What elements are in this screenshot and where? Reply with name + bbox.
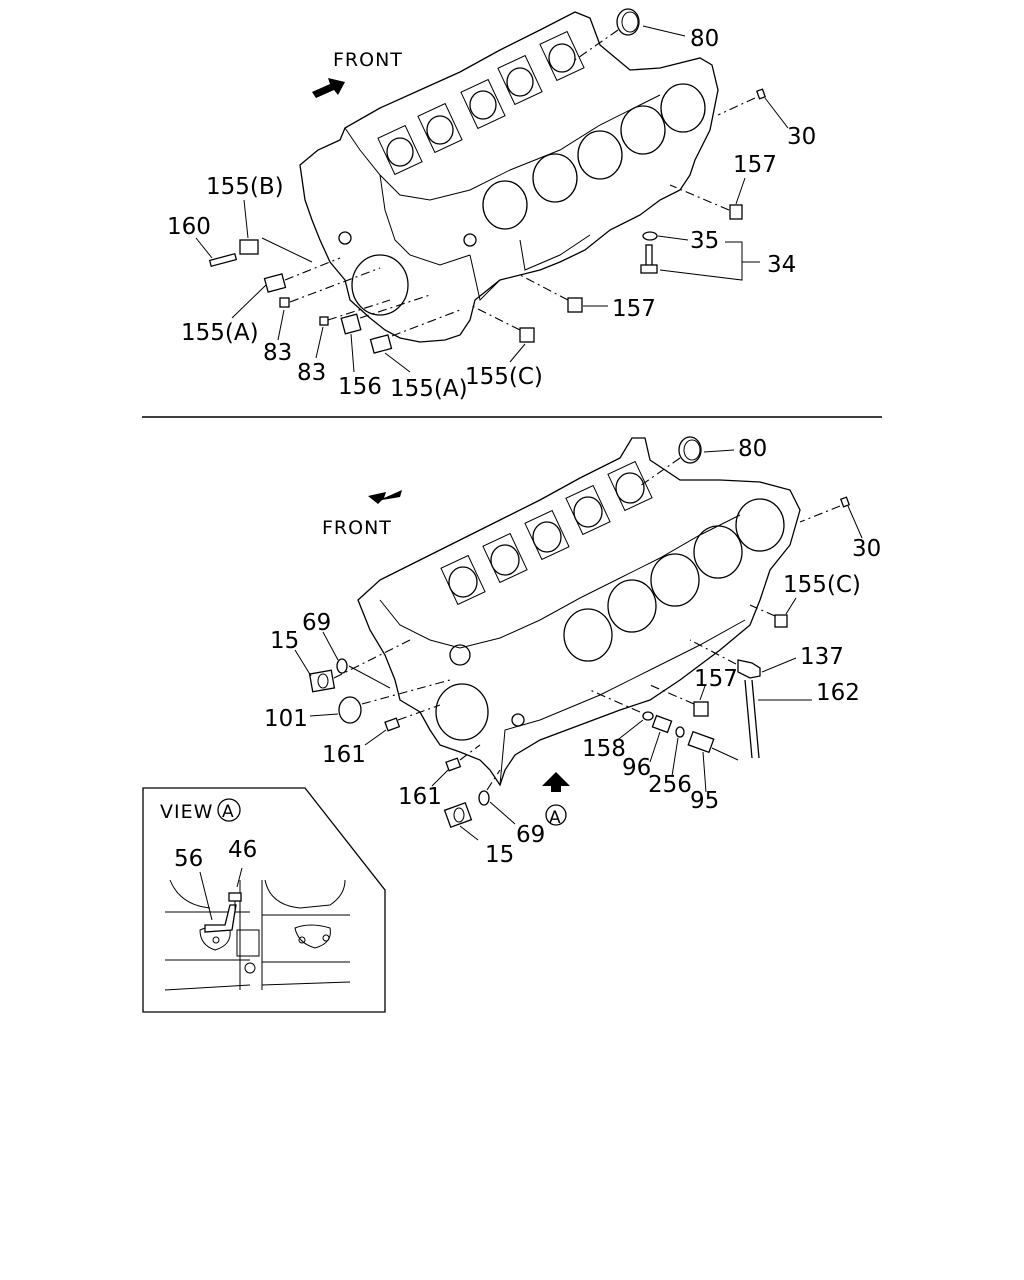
callout-158: 158	[582, 736, 626, 762]
bottom-parts	[294, 436, 863, 841]
inset-title-marker: A	[222, 802, 235, 822]
top-callouts: 80 30 157 35 34 155(B) 160 155(A) 83 83 …	[167, 26, 816, 402]
callout-83-a: 83	[263, 340, 292, 366]
callout-157-b: 157	[694, 666, 738, 692]
view-a-inset: VIEW A 56 46	[142, 787, 386, 1013]
callout-161-upper: 161	[322, 742, 366, 768]
callout-30: 30	[787, 124, 816, 150]
callout-160: 160	[167, 214, 211, 240]
bottom-front-label: FRONT	[322, 517, 392, 539]
callout-30-b: 30	[852, 536, 881, 562]
callout-161-lower: 161	[398, 784, 442, 810]
inset-callout-56: 56	[174, 846, 203, 872]
callout-80: 80	[690, 26, 719, 52]
callout-95: 95	[690, 788, 719, 814]
inset-callout-46: 46	[228, 837, 257, 863]
front-arrow-icon	[312, 78, 345, 98]
top-engine-block	[299, 11, 719, 343]
callout-69-lower: 69	[516, 822, 545, 848]
bottom-engine-block	[357, 437, 801, 787]
callout-155c: 155(C)	[465, 364, 543, 390]
right-bank-bores	[482, 83, 706, 230]
top-parts	[195, 8, 789, 373]
bottom-left-bank-bores	[440, 460, 653, 606]
callout-35: 35	[690, 228, 719, 254]
callout-157: 157	[733, 152, 777, 178]
view-direction-arrow-icon: A	[542, 772, 570, 828]
front-arrow-icon	[368, 490, 402, 504]
callout-101: 101	[264, 706, 308, 732]
callout-155c-b: 155(C)	[783, 572, 861, 598]
top-front-label: FRONT	[333, 49, 403, 71]
bottom-right-bank-bores	[563, 498, 785, 662]
callout-15-upper: 15	[270, 628, 299, 654]
left-bank-bores	[377, 30, 585, 176]
callout-155a-left: 155(A)	[181, 320, 259, 346]
callout-83-b: 83	[297, 360, 326, 386]
callout-156: 156	[338, 374, 382, 400]
callout-137: 137	[800, 644, 844, 670]
callout-80-b: 80	[738, 436, 767, 462]
callout-157-lower: 157	[612, 296, 656, 322]
callout-155b: 155(B)	[206, 174, 284, 200]
inset-title: VIEW	[160, 801, 213, 823]
callout-34: 34	[767, 252, 796, 278]
bottom-callouts: 80 30 155(C) 137 162 157 158 96 256 95 6…	[264, 436, 881, 868]
callout-69-upper: 69	[302, 610, 331, 636]
callout-162: 162	[816, 680, 860, 706]
callout-155a-bottom: 155(A)	[390, 376, 468, 402]
view-a-marker: A	[549, 808, 561, 828]
callout-256: 256	[648, 772, 692, 798]
callout-96: 96	[622, 755, 651, 781]
callout-15-lower: 15	[485, 842, 514, 868]
